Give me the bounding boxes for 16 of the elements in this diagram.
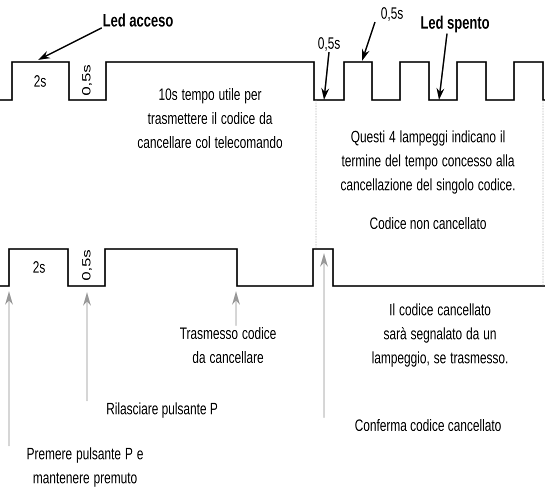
label-text: 0,5s — [82, 250, 92, 280]
label-text: Codice non cancellato — [370, 216, 486, 230]
label-text: 2s — [33, 261, 45, 273]
label-text: 0,5s — [82, 65, 92, 95]
annotation-text: Led acceso — [104, 13, 173, 27]
annotation-text: Led spento — [421, 16, 490, 32]
annotation-text: Rilasciare pulsante P — [107, 402, 218, 418]
annotation-text: Trasmesso codice da cancellare — [180, 326, 276, 364]
annotation-text: Premere pulsante P e mantenere premuto — [28, 447, 143, 487]
annotation-text: 0,5s — [318, 37, 340, 51]
label-text: 10s tempo utile per trasmettere il codice da cancellare col telecomando — [138, 88, 282, 148]
annotation-text: 0,5s — [381, 7, 403, 21]
annotation-text: Conferma codice cancellato — [355, 418, 501, 432]
label-text: 2s — [34, 75, 46, 87]
label-text: Questi 4 lampeggi indicano il termine del tempo concesso alla cancellazione del singolo codice. — [341, 130, 514, 194]
label-text: Il codice cancellato sarà segnalato da un lampeggio, se trasmesso. — [372, 303, 508, 367]
